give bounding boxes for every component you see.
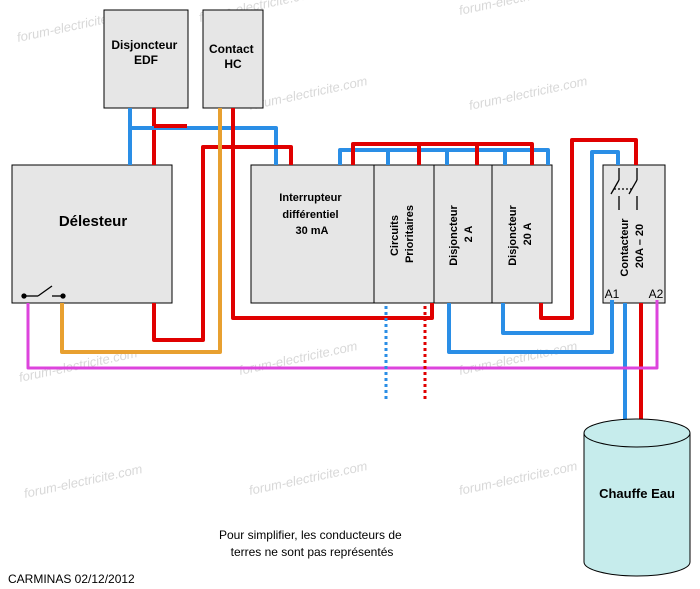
wire-shed [26,300,659,370]
circuits-prioritaires-label: Circuits Prioritaires [389,205,416,263]
chauffe-eau-label: Chauffe Eau [599,486,675,501]
wire-neutral [501,150,620,335]
signature: CARMINAS 02/12/2012 [8,572,135,586]
watermark: forum-electricite.com [248,458,369,498]
contactor-switch-icon [610,168,638,210]
watermark: forum-electricite.com [458,0,579,18]
wire-neutral [447,300,614,354]
disjoncteur-2a-box [433,164,493,304]
watermark: forum-electricite.com [468,73,589,113]
delesteur-box [11,164,173,304]
disjoncteur-edf-label: Disjoncteur EDF [111,38,180,67]
disjoncteur-20a-label: Disjoncteur 20 A [507,202,534,266]
contacteur-box [602,164,666,304]
watermark: forum-electricite.com [23,461,144,501]
delesteur-switch-icon [21,285,66,299]
note-text: Pour simplifier, les conducteurs de terr… [219,528,405,559]
watermark: forum-electricite.com [238,338,359,378]
watermark: forum-electricite.com [458,458,579,498]
tank-body [583,433,691,577]
disjoncteur-edf-box [103,9,189,109]
disjoncteur-2a-label: Disjoncteur 2 A [448,202,475,266]
wire-phase [539,138,638,320]
watermark: forum-electricite.com [458,338,579,378]
contact-hc-box [202,9,264,109]
wire-neutral [338,148,550,165]
wires [26,108,659,420]
contact-hc-label: Contact HC [209,42,257,71]
terminal-a2-label: A2 [649,287,664,301]
disjoncteur-20a-box [491,164,553,304]
tank-top [583,418,691,448]
chauffe-eau-tank [583,418,691,577]
wire-control [60,108,222,354]
wire-phase [152,145,293,342]
wire-phase [351,142,534,165]
delesteur-label: Délesteur [59,213,128,230]
contacteur-label: Contacteur 20A – 20 [619,215,646,276]
terminal-a1-label: A1 [605,287,620,301]
interrupteur-label: Interrupteur différentiel 30 mA [279,192,344,237]
watermark: forum-electricite.com [248,73,369,113]
wire-phase [231,108,434,320]
circuits-prioritaires-box [373,164,435,304]
